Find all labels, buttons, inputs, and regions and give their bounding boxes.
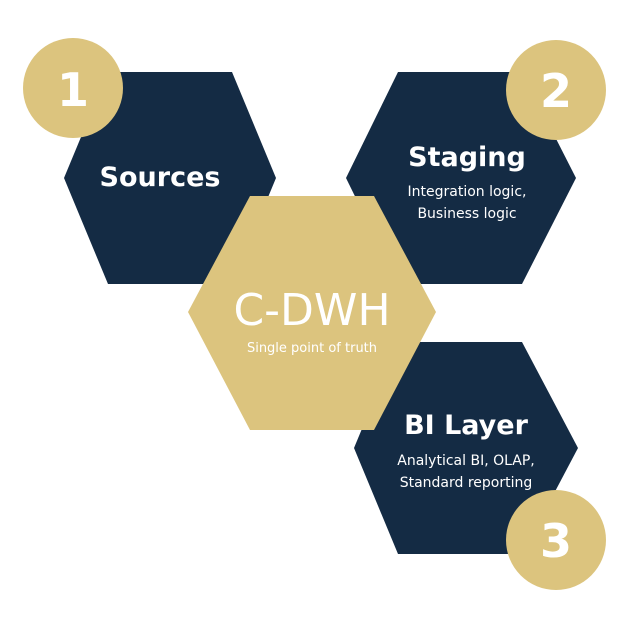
core-node: C-DWH Single point of truth <box>188 196 436 430</box>
bi-layer-node: BI Layer Analytical BI, OLAP, Standard r… <box>354 342 606 590</box>
number-2: 2 <box>540 64 572 118</box>
core-subtitle: Single point of truth <box>247 341 377 356</box>
number-1: 1 <box>57 63 89 117</box>
sources-node: 1 Sources <box>23 38 276 284</box>
number-badge-3 <box>506 490 606 590</box>
number-badge-2 <box>506 40 606 140</box>
staging-description-line-2: Business logic <box>417 206 516 222</box>
core-title: C-DWH <box>233 285 390 336</box>
staging-title: Staging <box>408 142 526 173</box>
staging-description-line-1: Integration logic, <box>408 184 527 200</box>
bi-layer-description-line-2: Standard reporting <box>400 475 533 491</box>
number-badge-1 <box>23 38 123 138</box>
bi-layer-title: BI Layer <box>404 410 529 441</box>
bi-layer-hexagon <box>354 342 578 554</box>
core-hexagon <box>188 196 436 430</box>
sources-hexagon <box>64 72 276 284</box>
staging-hexagon <box>346 72 576 284</box>
bi-layer-description-line-1: Analytical BI, OLAP, <box>397 453 534 469</box>
number-3: 3 <box>540 514 572 568</box>
sources-title: Sources <box>100 162 221 193</box>
staging-node: 2 Staging Integration logic, Business lo… <box>346 40 606 284</box>
